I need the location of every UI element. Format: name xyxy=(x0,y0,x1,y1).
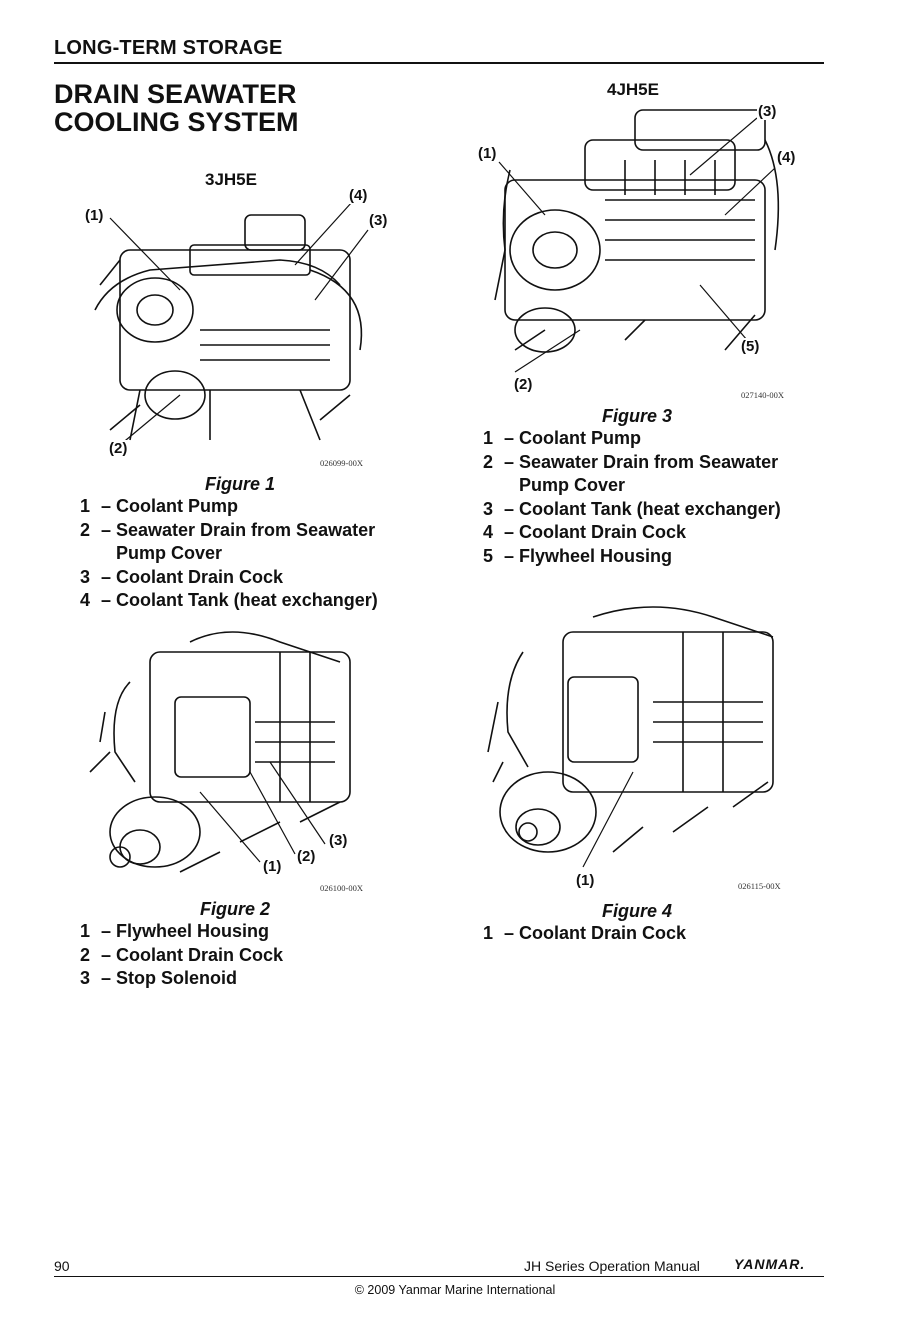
figure-3-callout-2: (2) xyxy=(513,376,534,393)
figure-3-title: Figure 3 xyxy=(601,406,672,426)
legend-item: 1 –Coolant Pump xyxy=(483,428,641,448)
figure-4-legend: 1 –Coolant Drain Cock xyxy=(483,922,839,946)
page-title-line-2: COOLING SYSTEM xyxy=(54,107,299,137)
figure-2-legend: 1 –Flywheel Housing 2 –Coolant Drain Coc… xyxy=(80,920,436,991)
figure-4-code: 026115-00X xyxy=(738,881,781,891)
footer-rule xyxy=(54,1276,824,1277)
copyright: © 2009 Yanmar Marine International xyxy=(354,1283,556,1297)
figure-1-title: Figure 1 xyxy=(204,474,275,494)
figure-1-callout-1: (1) xyxy=(84,207,105,224)
model-label-4jh5e: 4JH5E xyxy=(607,80,659,99)
legend-item: 2 –Coolant Drain Cock xyxy=(80,944,284,965)
figure-1-callout-3: (3) xyxy=(368,212,389,229)
legend-item: 2 –Seawater Drain from Seawater Pump Cov… xyxy=(80,519,376,564)
figure-3-callout-1: (1) xyxy=(477,145,498,162)
figure-3-code: 027140-00X xyxy=(741,390,784,400)
figure-3-callout-5: (5) xyxy=(740,338,761,355)
header-rule xyxy=(54,62,824,64)
model-label-3jh5e: 3JH5E xyxy=(205,170,257,189)
figure-1-legend: 1 –Coolant Pump 2 –Seawater Drain from S… xyxy=(80,495,436,613)
figure-2-code: 026100-00X xyxy=(320,883,363,893)
legend-item: 1 –Flywheel Housing xyxy=(80,921,270,941)
legend-item: 3 –Stop Solenoid xyxy=(80,968,237,988)
figure-4-callout-1: (1) xyxy=(575,872,596,889)
figure-1-engine-illustration xyxy=(94,201,369,446)
legend-item: 1 –Coolant Drain Cock xyxy=(483,923,687,943)
figure-1-code: 026099-00X xyxy=(320,458,363,468)
legend-item: 3 –Coolant Drain Cock xyxy=(80,566,284,587)
page-number: 90 xyxy=(54,1258,70,1274)
figure-1-callout-2: (2) xyxy=(108,440,129,457)
figure-3-engine-illustration xyxy=(494,109,780,373)
page-title-line-1: DRAIN SEAWATER xyxy=(54,79,297,109)
figure-1-callout-4: (4) xyxy=(348,187,369,204)
figure-4-engine-illustration xyxy=(487,606,774,868)
figure-3-callout-4: (4) xyxy=(776,149,797,166)
manual-title: JH Series Operation Manual xyxy=(524,1258,700,1274)
figure-2-callout-2: (2) xyxy=(296,848,317,865)
figure-3-callout-3: (3) xyxy=(757,103,778,120)
figure-2-engine-illustration xyxy=(89,631,351,873)
legend-item: 2 –Seawater Drain from Seawater Pump Cov… xyxy=(483,451,779,496)
figure-2-callout-1: (1) xyxy=(262,858,283,875)
yanmar-logo: YANMAR. xyxy=(734,1256,806,1272)
legend-item: 1 –Coolant Pump xyxy=(80,496,238,516)
legend-item: 3 –Coolant Tank (heat exchanger) xyxy=(483,498,781,519)
legend-item: 4 –Coolant Tank (heat exchanger) xyxy=(80,590,378,610)
page-title: DRAIN SEAWATER COOLING SYSTEM xyxy=(54,80,299,136)
legend-item: 4 –Coolant Drain Cock xyxy=(483,522,687,542)
figure-3-legend: 1 –Coolant Pump 2 –Seawater Drain from S… xyxy=(483,427,839,568)
legend-item: 5 –Flywheel Housing xyxy=(483,545,673,566)
figure-4-title: Figure 4 xyxy=(601,901,672,921)
figure-2-title: Figure 2 xyxy=(199,899,270,919)
section-header: LONG-TERM STORAGE xyxy=(54,37,283,59)
figure-2-callout-3: (3) xyxy=(328,832,349,849)
